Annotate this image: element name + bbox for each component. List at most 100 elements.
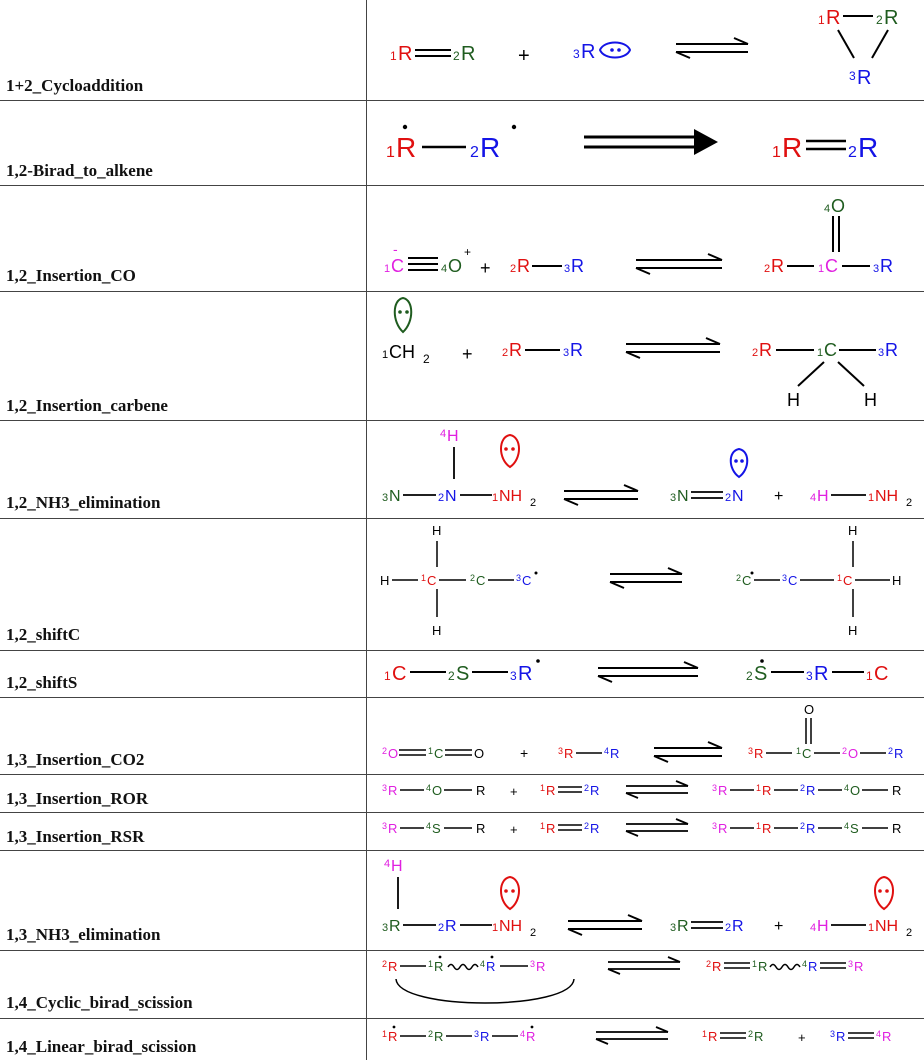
atom-label: N [732,488,744,505]
atom-label: 2 [736,573,741,583]
electron-dot [511,889,515,893]
atom-label: R [396,132,416,163]
row-divider [0,100,924,101]
reaction-label: 1,3_Insertion_ROR [6,789,149,808]
atom-label: R [389,918,401,935]
bond [797,361,825,387]
atom-label: R [445,918,457,935]
atom-label: R [814,663,828,685]
atom-label: 3 [564,263,570,275]
atom-label: H [892,573,901,588]
atom-label: C [825,256,838,276]
atom-label: R [486,959,495,974]
atom-label: R [509,340,522,360]
plus-sign: + [510,784,518,799]
atom-label: 1 [817,347,823,359]
atom-label: H [447,428,459,445]
radical-dot [536,659,540,663]
atom-label: R [782,132,802,163]
reaction-label: 1,2_Insertion_CO [6,266,136,285]
atom-label: S [850,821,859,836]
table-row: 1,3_Insertion_ROR 3 R 4 O R + 1 R 2 R 3 … [0,775,924,812]
atom-label: 4 [384,858,390,870]
atom-label: 2 [382,959,387,969]
atom-label: 4 [426,821,431,831]
atom-label: R [718,821,727,836]
atom-label: 1 [492,922,498,934]
atom-label: H [817,918,829,935]
atom-label: R [758,959,767,974]
atom-label: R [806,783,815,798]
atom-label: 4 [440,428,446,440]
atom-label: 3 [878,347,884,359]
reaction-scheme: 1 R 2 R 3 R 4 R 1 R 2 R + 3 R [382,1025,891,1045]
atom-label: 4 [844,821,849,831]
radical-dot [750,571,754,575]
reaction-scheme: 1 R 2 R + 3 R 1 R 2 R 3 R [390,7,898,89]
atom-label: R [517,256,530,276]
atom-label: R [836,1029,845,1044]
atom-label: C [788,573,797,588]
atom-label: NH [875,488,898,505]
reaction-label: 1,2_shiftC [6,625,81,644]
subscript-label: 2 [423,352,430,366]
atom-label: H [391,858,403,875]
lone-pair-icon [500,433,520,469]
atom-label: C [742,573,751,588]
row-divider [0,697,924,698]
atom-label: 3 [474,1029,479,1039]
plus-sign: + [480,258,491,278]
row-divider [0,850,924,851]
table-row: 1+2_Cycloaddition 1 R 2 R + 3 R 1 R 2 R [0,0,924,100]
atom-label: O [850,783,860,798]
atom-label: N [445,488,457,505]
atom-label: 1 [818,13,825,27]
atom-label: 3 [516,573,521,583]
table-row: 1,2_Insertion_CO 1 C - 4 O + + 2 R 3 R 2… [0,186,924,291]
atom-label: 3 [563,347,569,359]
charge-label: - [393,241,398,257]
atom-label: H [848,623,857,638]
atom-label: C [476,573,485,588]
atom-label: R [677,918,689,935]
lone-pair-icon [729,447,749,479]
atom-label: R [388,959,397,974]
atom-label: H [787,390,800,410]
reaction-scheme: 3 R 4 S R + 1 R 2 R 3 R 1 R 2 R [382,818,901,837]
table-row: 1,4_Linear_birad_scission 1 R 2 R 3 R 4 … [0,1019,924,1060]
atom-label: R [388,783,397,798]
atom-label: R [610,746,619,761]
reaction-label: 1+2_Cycloaddition [6,76,144,95]
atom-label: 2 [725,492,731,504]
atom-label: 2 [428,1029,433,1039]
atom-label: 2 [510,263,516,275]
atom-label: 1 [492,492,498,504]
atom-label: 1 [756,821,761,831]
atom-label: 1 [390,49,397,63]
atom-label: 2 [584,783,589,793]
atom-label: R [882,1029,891,1044]
subscript-label: 2 [906,497,912,509]
atom-label: 2 [764,263,770,275]
plus-sign: + [774,918,783,935]
atom-label: O [474,746,484,761]
atom-label: O [448,256,462,276]
atom-label: C [434,746,443,761]
atom-label: NH [875,918,898,935]
lone-pair-icon [874,875,894,911]
atom-label: 1 [866,669,873,683]
reaction-scheme: 1 C - 4 O + + 2 R 3 R 2 R 1 C 4 [384,196,893,278]
table-row: 1,4_Cyclic_birad_scission 2 R 1 R 4 R 3 … [0,951,924,1018]
radical-dot [511,124,517,130]
atom-label: C [522,573,531,588]
atom-label: N [389,488,401,505]
reaction-scheme: 2 O 1 C O + 3 R 4 R 3 R 1 C O [382,702,903,763]
row-divider [0,774,924,775]
atom-label: C [824,340,837,360]
plus-sign: + [798,1030,806,1045]
subscript-label: 2 [906,927,912,939]
lone-pair-icon [500,875,520,911]
atom-label: C [843,573,852,588]
atom-label: H [864,390,877,410]
atom-label: 3 [848,959,853,969]
